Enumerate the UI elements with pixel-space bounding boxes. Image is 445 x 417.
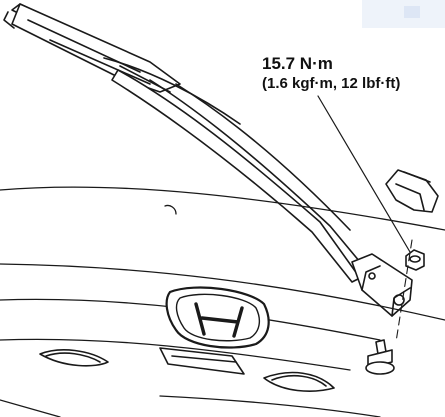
centerline [395, 239, 413, 343]
wiper-arm-pivot [351, 253, 413, 317]
mounting-nut [405, 249, 425, 271]
callout-leader-line [317, 95, 411, 253]
torque-value-alt: (1.6 kgf·m, 12 lbf·ft) [262, 75, 401, 92]
tailgate-features [39, 347, 335, 392]
wiper-blade [3, 3, 181, 93]
torque-value-nm: 15.7 N·m [262, 54, 333, 73]
pivot-cap [385, 169, 439, 213]
pivot-stud [365, 339, 395, 375]
torque-callout: 15.7 N·m (1.6 kgf·m, 12 lbf·ft) [262, 54, 400, 94]
honda-emblem [165, 286, 270, 349]
